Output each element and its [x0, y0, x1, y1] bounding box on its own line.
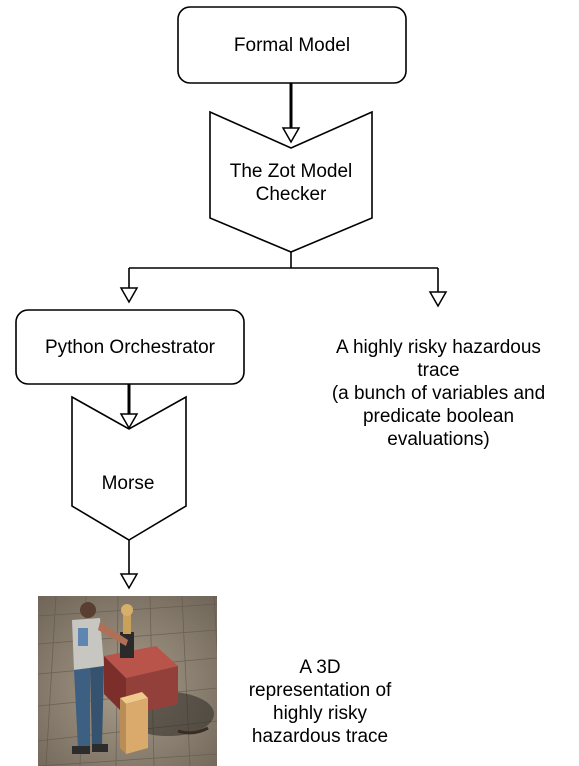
- zot-checker-label: The Zot Model Checker: [210, 160, 372, 206]
- human-figure: [72, 602, 128, 754]
- zot-checker-shape: [209, 110, 373, 253]
- trace-line-5: evaluations): [387, 429, 490, 450]
- simulation-screenshot: [38, 596, 217, 766]
- trace-line-2: trace: [417, 360, 460, 381]
- trace-line-1: A highly risky hazardous: [336, 337, 541, 358]
- zot-checker-line-1: The Zot Model: [229, 161, 353, 182]
- morse-shape: [71, 395, 187, 541]
- arrowhead-morse-to-scene: [119, 573, 139, 590]
- morse-label: Morse: [72, 472, 184, 495]
- zot-checker-line-2: Checker: [255, 184, 327, 205]
- rep3d-line-2: representation of: [248, 680, 392, 701]
- rep3d-line-3: highly risky: [273, 703, 367, 724]
- formal-model-text: Formal Model: [233, 35, 351, 56]
- python-orchestrator-text: Python Orchestrator: [44, 337, 216, 358]
- crate: [120, 692, 148, 754]
- trace-line-3: (a bunch of variables and: [331, 383, 546, 404]
- representation-3d-annotation: A 3D representation of highly risky haza…: [220, 656, 420, 748]
- formal-model-label: Formal Model: [178, 34, 406, 57]
- robot-cable: [177, 726, 209, 735]
- trace-line-4: predicate boolean: [362, 406, 515, 427]
- morse-text: Morse: [101, 473, 155, 494]
- rep3d-line-1: A 3D: [299, 657, 341, 678]
- rep3d-line-4: hazardous trace: [251, 726, 389, 747]
- python-orchestrator-label: Python Orchestrator: [16, 336, 244, 359]
- arrowhead-to-python: [119, 287, 139, 304]
- hazardous-trace-annotation: A highly risky hazardous trace (a bunch …: [300, 336, 577, 451]
- arrowhead-python-to-morse: [119, 413, 139, 430]
- arrowhead-formal-to-zot: [281, 127, 301, 144]
- arrowhead-to-trace: [428, 291, 448, 308]
